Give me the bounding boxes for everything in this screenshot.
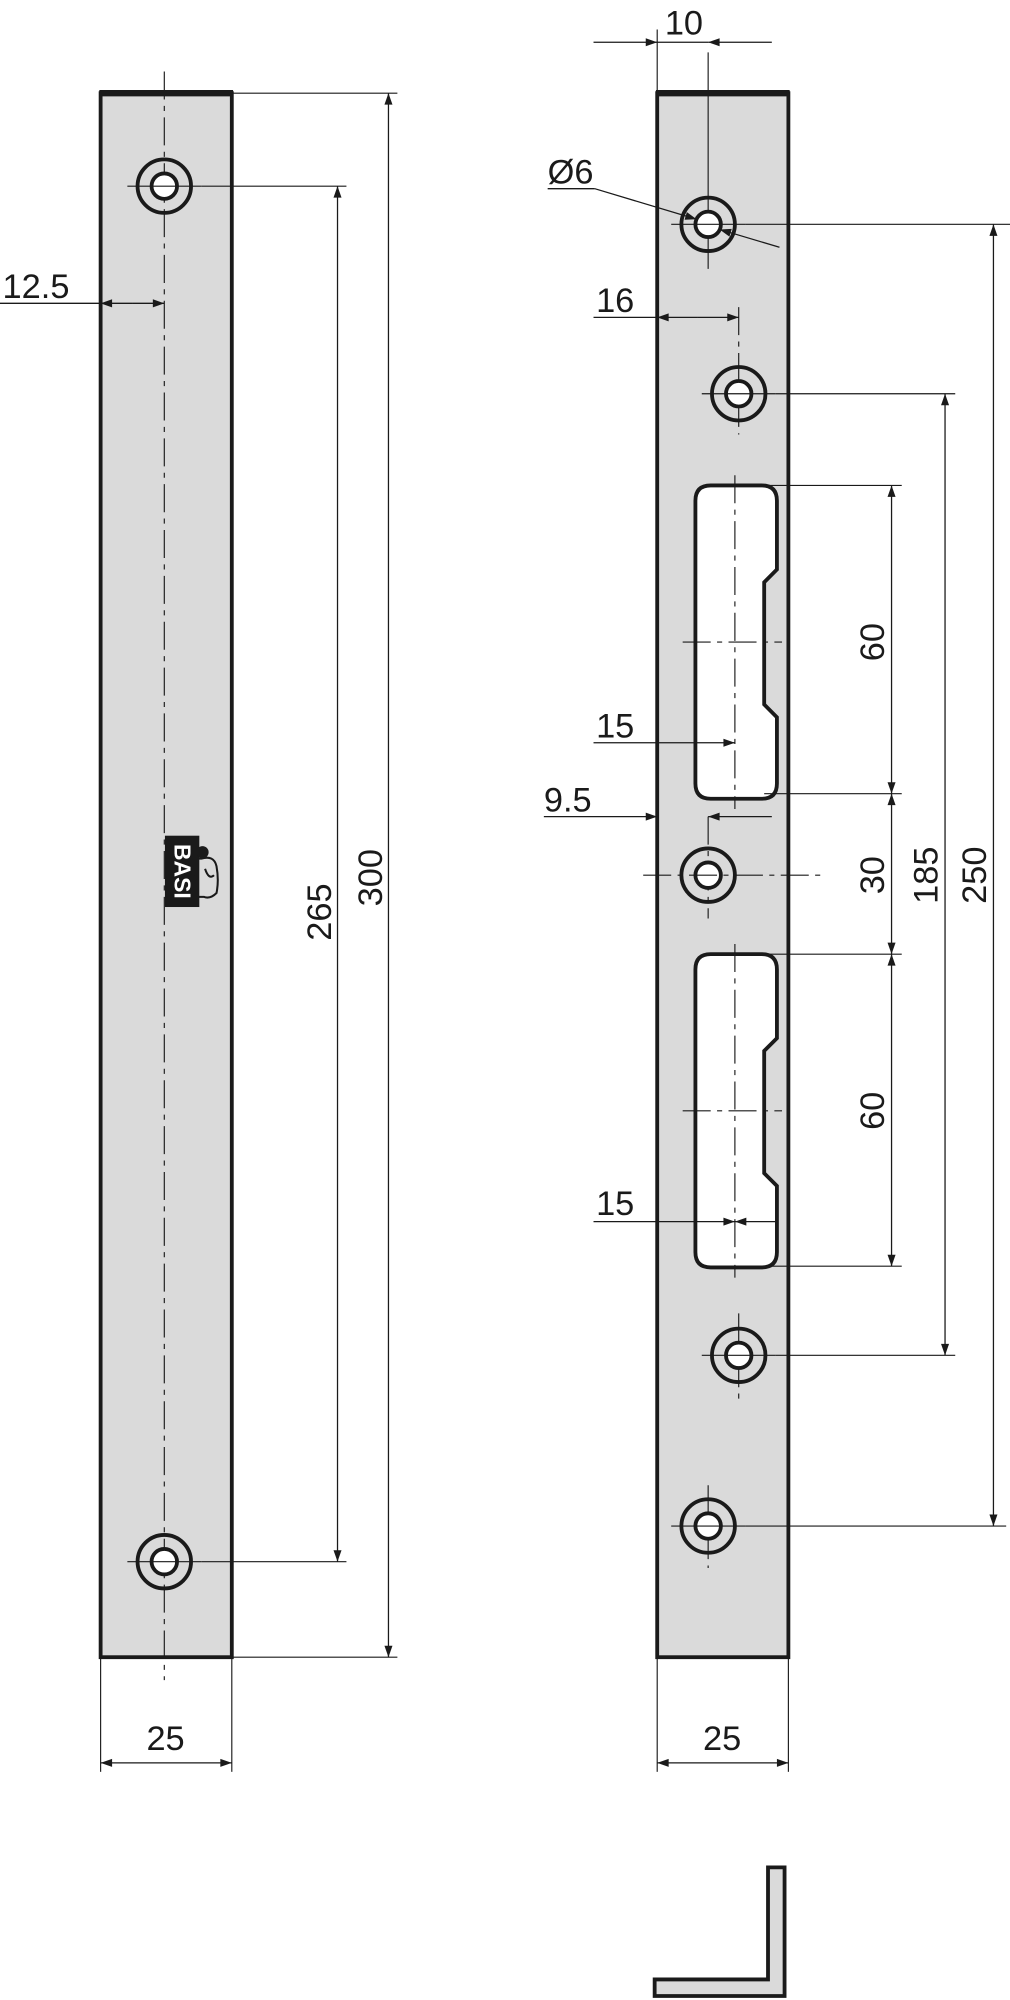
dim-inner-hole-spacing-label: 185 [907, 847, 945, 904]
dim-slot-lower-width-label: 15 [596, 1185, 634, 1223]
screw-hole-3 [643, 816, 821, 919]
elephant-logo-icon [192, 846, 219, 899]
dim-hole-spacing-label: 265 [301, 883, 339, 940]
dim-side-hole-offset-label: 16 [596, 282, 634, 320]
basi-logo: BASI [164, 835, 200, 908]
dim-outer-hole-spacing-label: 250 [956, 847, 994, 904]
dim-hole-diameter-label: Ø6 [548, 154, 594, 192]
screw-hole-bottom [127, 1533, 202, 1591]
screw-hole-5 [671, 1485, 746, 1569]
dim-slot-upper-width-label: 15 [596, 708, 634, 746]
angle-profile [652, 1865, 787, 1998]
right-view: 10 Ø6 16 15 9.5 15 60 [543, 5, 1010, 1772]
dim-slot-upper-length-label: 60 [854, 623, 892, 661]
screw-hole-top [127, 157, 202, 215]
logo-text: BASI [169, 844, 195, 899]
left-view: BASI 12.5 265 300 25 [0, 71, 398, 1772]
dim-slot-lower-length-label: 60 [854, 1092, 892, 1130]
screw-hole-2 [701, 307, 776, 435]
screw-hole-4 [701, 1313, 776, 1403]
dim-hole-offset-label: 12.5 [3, 268, 70, 306]
dim-center-hole-offset-label: 9.5 [544, 782, 592, 820]
dim-width-right-label: 25 [703, 1720, 741, 1758]
dim-top-hole-offset-label: 10 [665, 5, 703, 43]
screw-hole-1 [671, 52, 746, 269]
dim-slot-gap-label: 30 [854, 856, 892, 894]
dim-hole-diameter [594, 188, 697, 220]
dim-length-label: 300 [352, 849, 390, 906]
dim-width-left-label: 25 [146, 1720, 184, 1758]
